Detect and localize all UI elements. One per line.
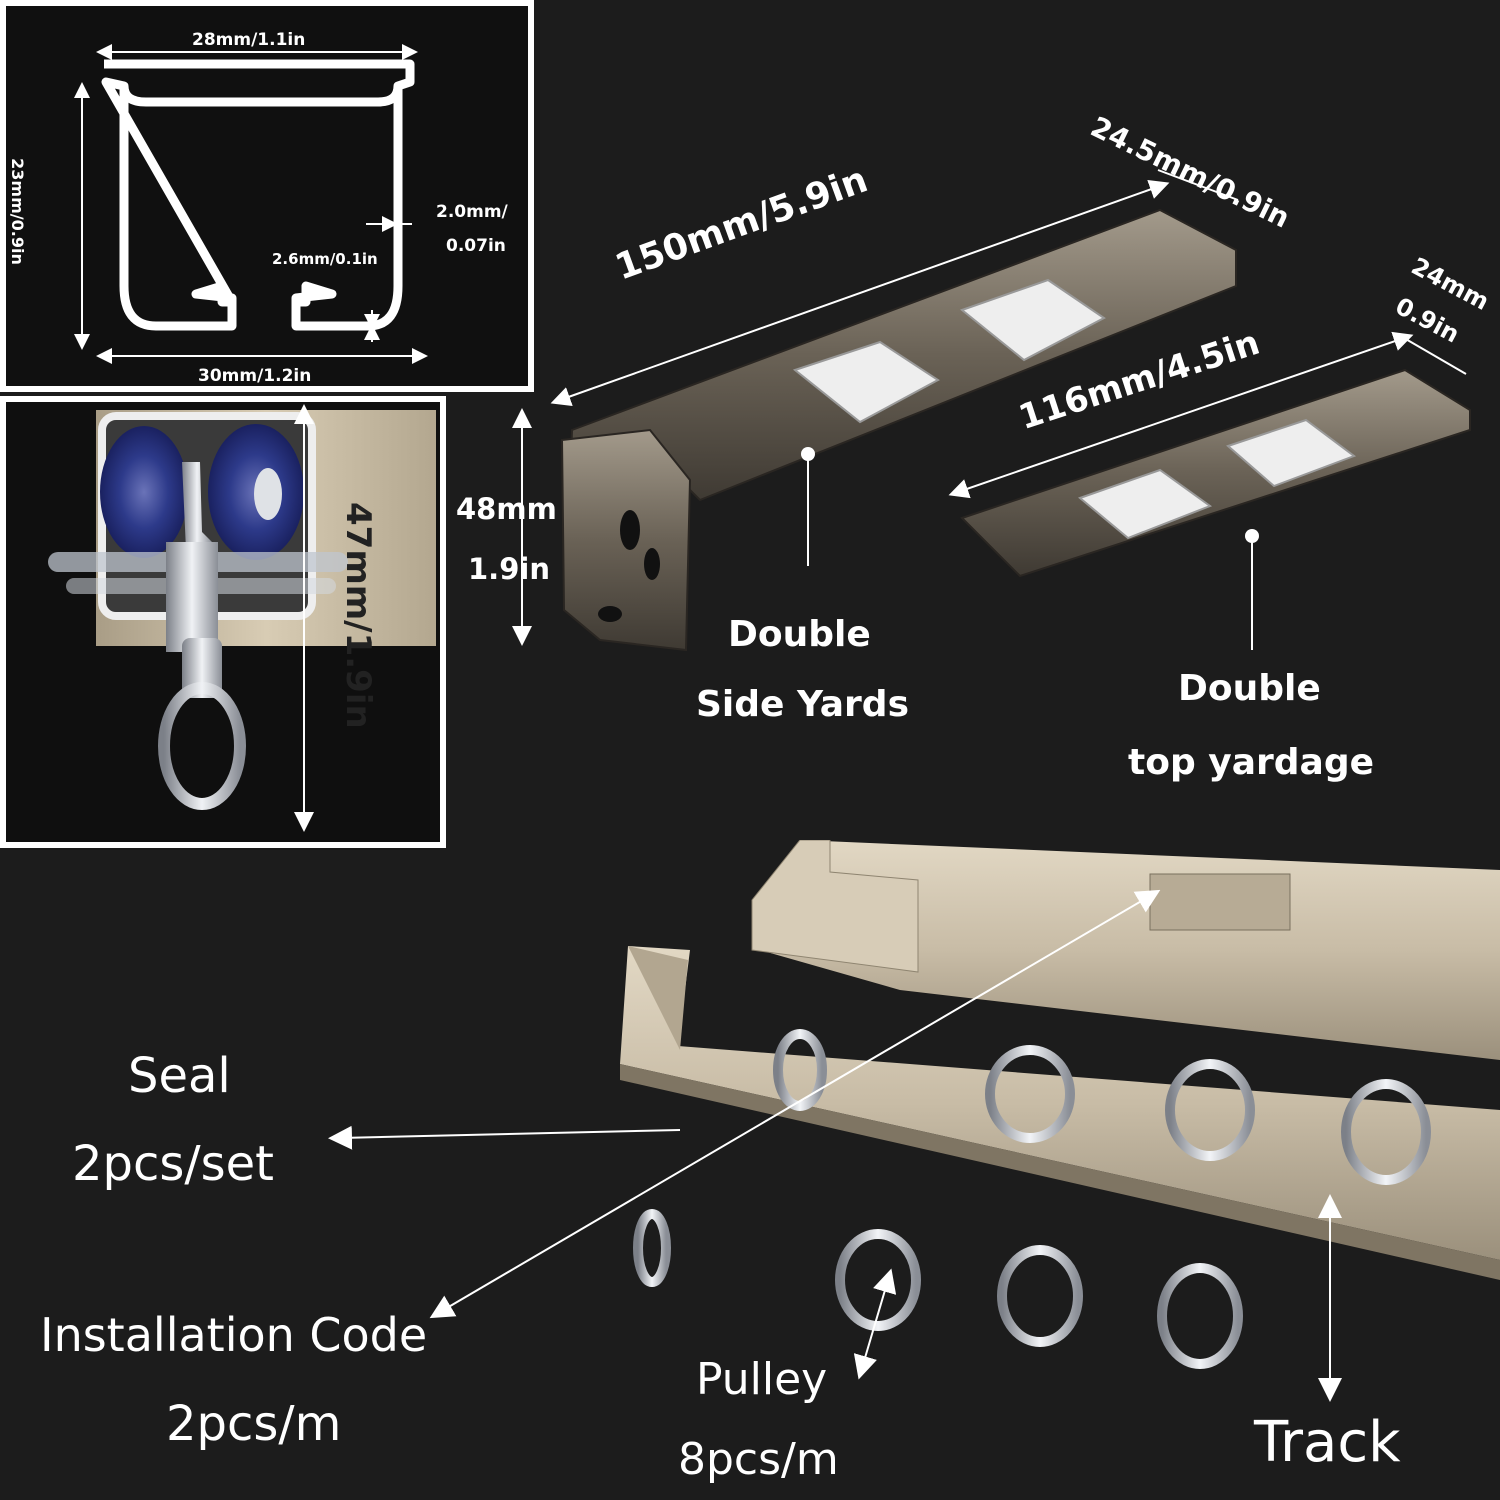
side-bracket-caption-line2: Side Yards [696, 684, 909, 725]
profile-lip-label: 2.6mm/0.1in [272, 250, 378, 268]
roller-glider-icon [48, 404, 436, 832]
installation-code-label: Installation Code [40, 1308, 428, 1362]
track-label: Track [1254, 1410, 1401, 1475]
glider-height-label: 47mm/1.9in [338, 502, 378, 729]
top-bracket-caption-line1: Double [1178, 668, 1321, 709]
side-bracket-caption-line1: Double [728, 614, 871, 655]
profile-wall-inch-label: 0.07in [446, 236, 506, 256]
top-bracket-caption-line2: top yardage [1128, 742, 1375, 783]
profile-panel: 28mm/1.1in 23mm/0.9in 2.0mm/ 0.07in 2.6m… [0, 0, 534, 392]
installation-code-qty-label: 2pcs/m [166, 1396, 342, 1452]
seal-qty-label: 2pcs/set [72, 1136, 274, 1192]
pulley-qty-label: 8pcs/m [678, 1434, 839, 1485]
profile-outline [101, 59, 415, 331]
profile-bottom-width-label: 30mm/1.2in [198, 366, 312, 386]
profile-wall-label: 2.0mm/ [436, 202, 508, 222]
side-bracket-height-label: 48mm [456, 492, 557, 526]
profile-top-width-label: 28mm/1.1in [192, 30, 306, 50]
pulley-label: Pulley [696, 1354, 828, 1405]
profile-height-label: 23mm/0.9in [7, 158, 27, 265]
seal-label: Seal [128, 1048, 231, 1104]
brackets-drawing [512, 169, 1471, 652]
front-track-pulleys [633, 1209, 1243, 1369]
side-bracket-height-inch-label: 1.9in [468, 552, 550, 586]
track-profile-drawing [74, 44, 428, 364]
glider-panel: 47mm/1.9in [0, 396, 446, 848]
double-track-drawing [328, 840, 1500, 1402]
